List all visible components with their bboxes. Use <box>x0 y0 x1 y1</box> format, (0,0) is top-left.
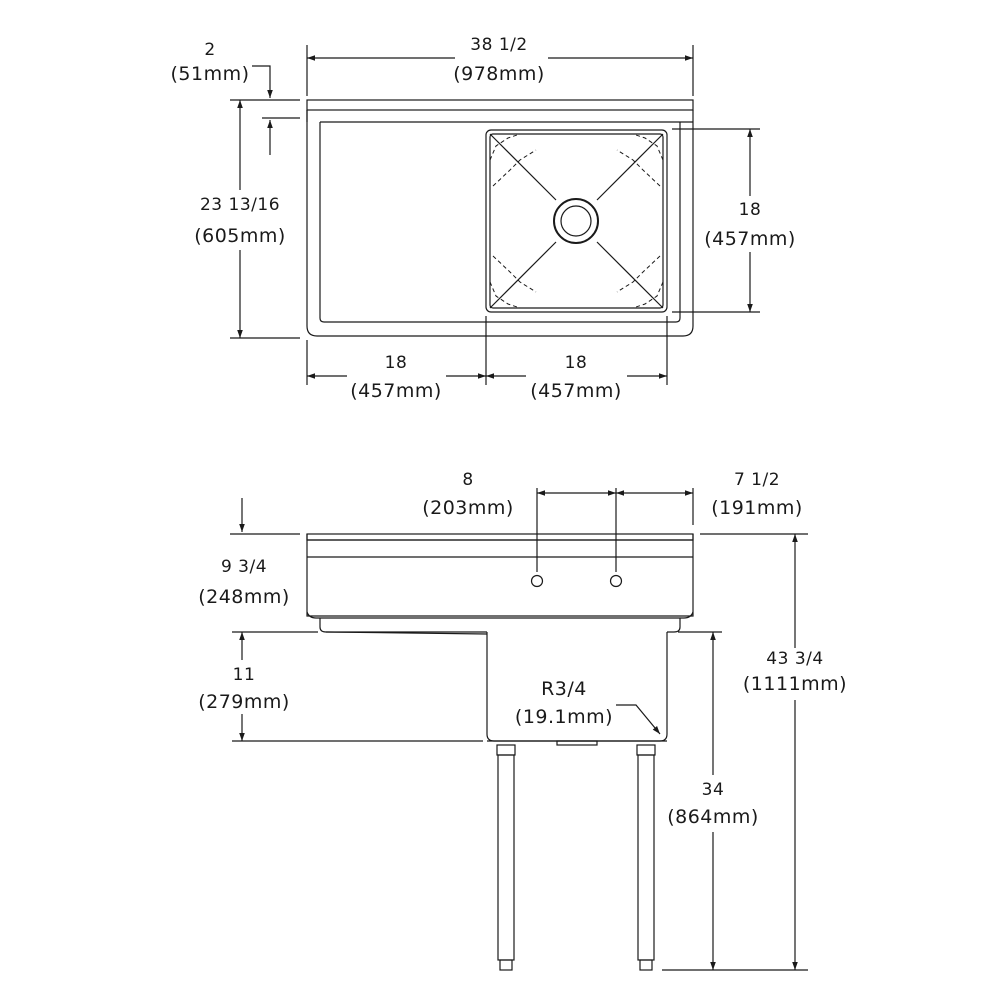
backsplash-height-inches: 9 3/4 <box>221 557 267 577</box>
bowl-depth-mm: (457mm) <box>704 228 796 250</box>
front-view: 8 (203mm) 7 1/2 (191mm) 9 3/4 (248mm) 11… <box>198 470 847 971</box>
overall-width-mm: (978mm) <box>453 63 545 85</box>
rim-height-inches: 34 <box>702 780 725 800</box>
overall-width-inches: 38 1/2 <box>470 35 527 55</box>
lip-inches: 2 <box>204 40 215 60</box>
top-view: 38 1/2 (978mm) 2 (51mm) 23 13/16 (605mm)… <box>170 35 795 402</box>
overall-height-mm: (1111mm) <box>743 673 847 695</box>
bowl-depth-inches: 18 <box>739 200 762 220</box>
drain-icon <box>553 198 599 244</box>
sink-bowl <box>485 129 668 313</box>
sink-front-body <box>306 533 694 971</box>
faucet-offset-mm: (191mm) <box>711 497 803 519</box>
faucet-offset-inches: 7 1/2 <box>734 470 780 490</box>
drainboard-width-mm: (457mm) <box>350 380 442 402</box>
bowl-width-inches: 18 <box>565 353 588 373</box>
faucet-hole-right-icon <box>609 574 623 588</box>
backsplash-height-mm: (248mm) <box>198 586 290 608</box>
leg-right <box>637 754 655 961</box>
corner-radius-mm: (19.1mm) <box>515 706 613 728</box>
sink-top-outline <box>306 99 694 337</box>
overall-depth-inches: 23 13/16 <box>200 195 280 215</box>
leg-left <box>497 754 515 961</box>
overall-height-inches: 43 3/4 <box>766 649 823 669</box>
bowl-height-inches: 11 <box>233 665 256 685</box>
faucet-hole-left-icon <box>530 574 544 588</box>
overall-depth-mm: (605mm) <box>194 225 286 247</box>
drainboard-width-inches: 18 <box>385 353 408 373</box>
bowl-width-mm: (457mm) <box>530 380 622 402</box>
bowl-height-mm: (279mm) <box>198 691 290 713</box>
faucet-spacing-mm: (203mm) <box>422 497 514 519</box>
lip-mm: (51mm) <box>170 63 249 85</box>
rim-height-mm: (864mm) <box>667 806 759 828</box>
faucet-spacing-inches: 8 <box>462 470 473 490</box>
corner-radius-label: R3/4 <box>541 678 587 700</box>
